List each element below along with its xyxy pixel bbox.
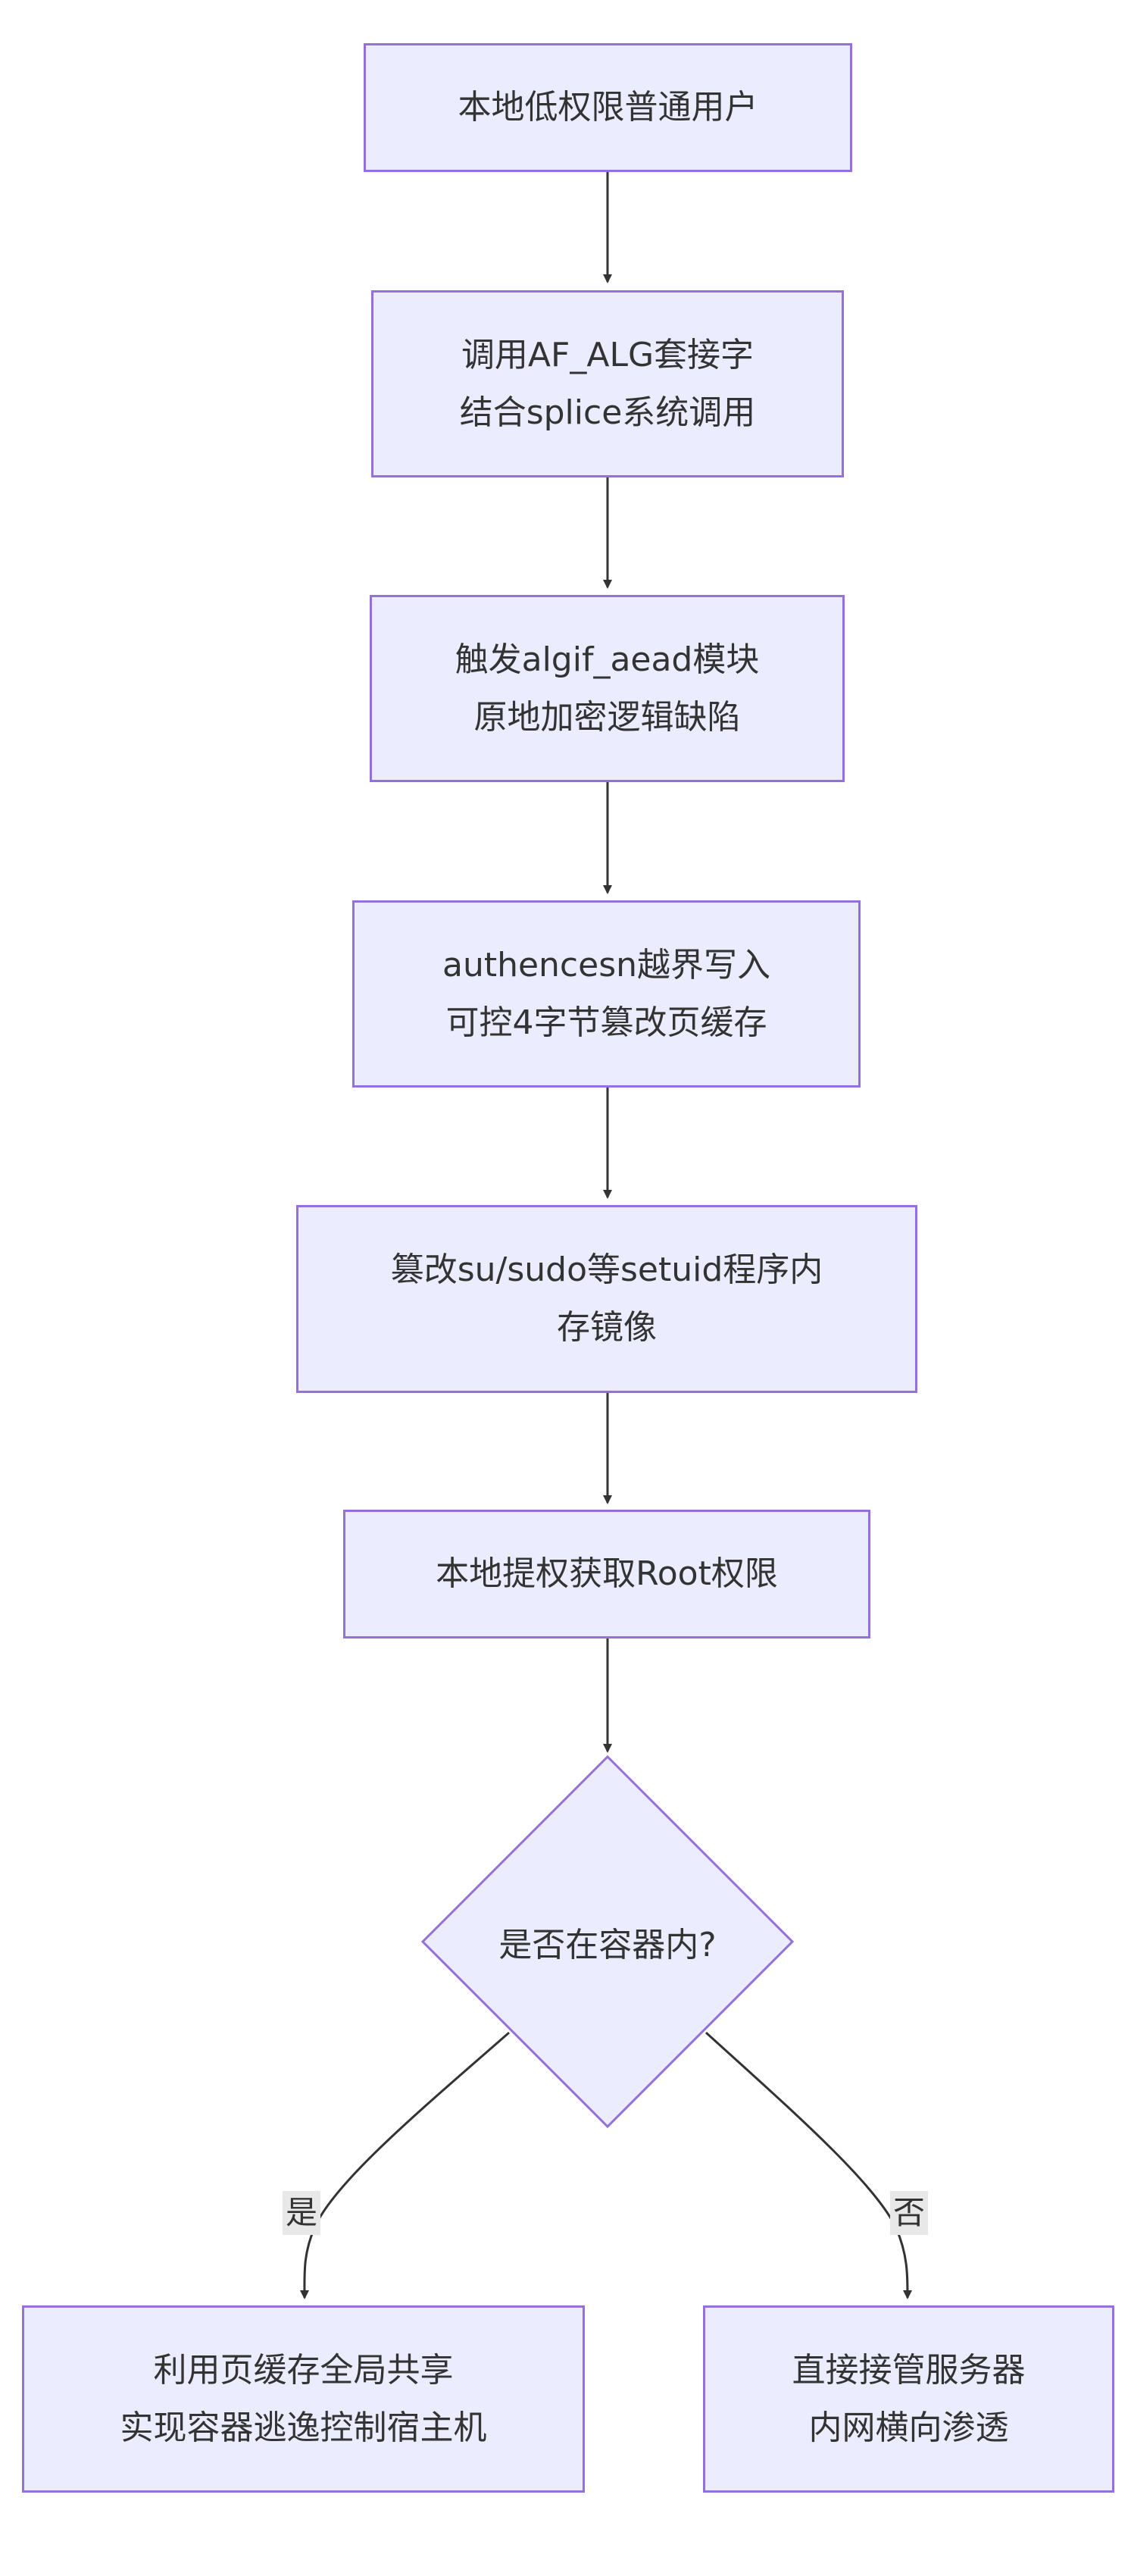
yes-result-node-line1: 利用页缓存全局共享 [153,2350,454,2390]
step3-node: authencesn越界写入 可控4字节篡改页缓存 [352,900,861,1088]
decision-label: 是否在容器内? [498,1926,717,1964]
step4-node-line2: 存镜像 [557,1308,657,1347]
step1-node: 调用AF_ALG套接字 结合splice系统调用 [371,290,844,477]
edge-decision-no [705,2031,912,2299]
step1-node-line1: 调用AF_ALG套接字 [461,335,755,374]
step4-node-line1: 篡改su/sudo等setuid程序内 [390,1250,823,1289]
edge-decision-yes [299,2031,510,2299]
step5-node-line1: 本地提权获取Root权限 [436,1554,778,1593]
no-result-node-line1: 直接接管服务器 [792,2350,1026,2390]
start-node: 本地低权限普通用户 [364,43,852,172]
decision-diamond [420,1754,795,2129]
step5-node: 本地提权获取Root权限 [343,1510,870,1639]
edge-label-yes: 是 [283,2191,321,2235]
step2-node-line1: 触发algif_aead模块 [455,640,760,679]
step3-node-line1: authencesn越界写入 [442,945,771,984]
step2-node: 触发algif_aead模块 原地加密逻辑缺陷 [370,595,845,782]
step1-node-line2: 结合splice系统调用 [459,393,756,432]
step4-node: 篡改su/sudo等setuid程序内 存镜像 [296,1205,917,1393]
no-result-node-line2: 内网横向渗透 [808,2408,1009,2447]
no-result-node: 直接接管服务器 内网横向渗透 [703,2305,1114,2493]
edge-label-no: 否 [890,2191,929,2235]
step2-node-line2: 原地加密逻辑缺陷 [473,697,741,737]
yes-result-node-line2: 实现容器逃逸控制宿主机 [120,2408,487,2447]
yes-result-node: 利用页缓存全局共享 实现容器逃逸控制宿主机 [22,2305,585,2493]
start-node-line1: 本地低权限普通用户 [458,88,758,127]
step3-node-line2: 可控4字节篡改页缓存 [445,1003,767,1042]
